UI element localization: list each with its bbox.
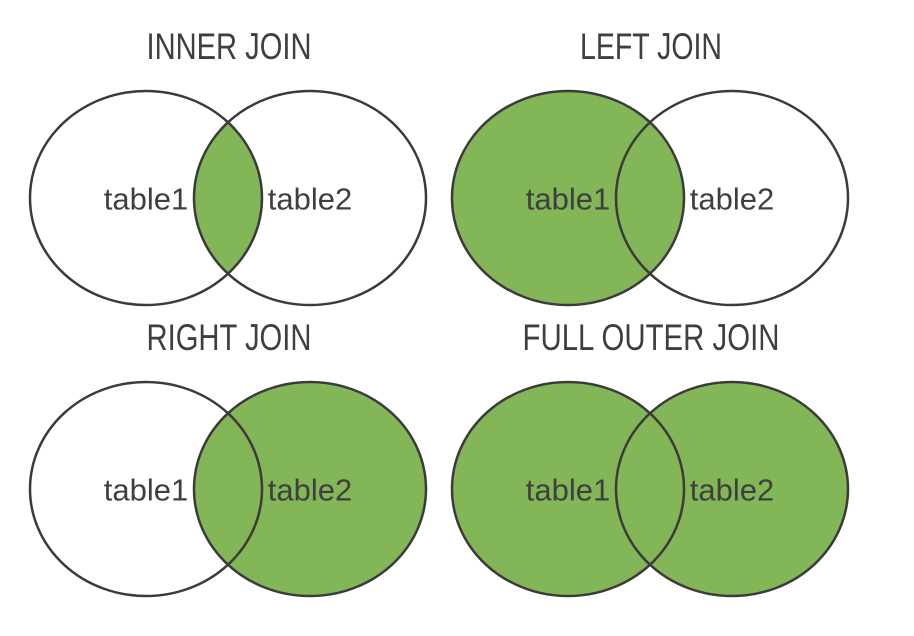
left-circle-outline xyxy=(28,89,264,307)
left-circle xyxy=(30,382,262,596)
right-circle xyxy=(194,382,426,596)
left-circle xyxy=(452,382,684,596)
venn-panel-left-join: LEFT JOIN table1 table2 xyxy=(450,26,850,307)
left-circle xyxy=(30,91,262,305)
right-circle-outline xyxy=(614,89,850,307)
right-circle xyxy=(194,91,426,305)
left-circle-outline xyxy=(450,380,686,598)
right-circle-outline xyxy=(614,380,850,598)
left-circle-label: table1 xyxy=(526,182,610,217)
right-circle xyxy=(616,91,848,305)
left-circle xyxy=(452,91,684,305)
venn-panel-full-outer-join: FULL OUTER JOIN table1 table2 xyxy=(450,317,850,598)
panel-title: INNER JOIN xyxy=(147,26,312,67)
left-circle-outline xyxy=(28,380,264,598)
right-circle-label: table2 xyxy=(268,473,352,508)
venn-panel-inner-join: INNER JOIN table1 table2 xyxy=(28,26,428,307)
right-circle-label: table2 xyxy=(690,473,774,508)
venn-panel-right-join: RIGHT JOIN table1 table2 xyxy=(28,317,428,598)
panel-title: LEFT JOIN xyxy=(580,26,722,67)
right-circle-label: table2 xyxy=(268,182,352,217)
panel-title: FULL OUTER JOIN xyxy=(523,317,780,358)
left-circle-label: table1 xyxy=(104,473,188,508)
left-circle-outline xyxy=(450,89,686,307)
left-circle-label: table1 xyxy=(526,473,610,508)
right-circle xyxy=(616,382,848,596)
left-circle-label: table1 xyxy=(104,182,188,217)
right-circle-label: table2 xyxy=(690,182,774,217)
right-circle-outline xyxy=(192,89,428,307)
panel-title: RIGHT JOIN xyxy=(147,317,312,358)
right-circle-outline xyxy=(192,380,428,598)
